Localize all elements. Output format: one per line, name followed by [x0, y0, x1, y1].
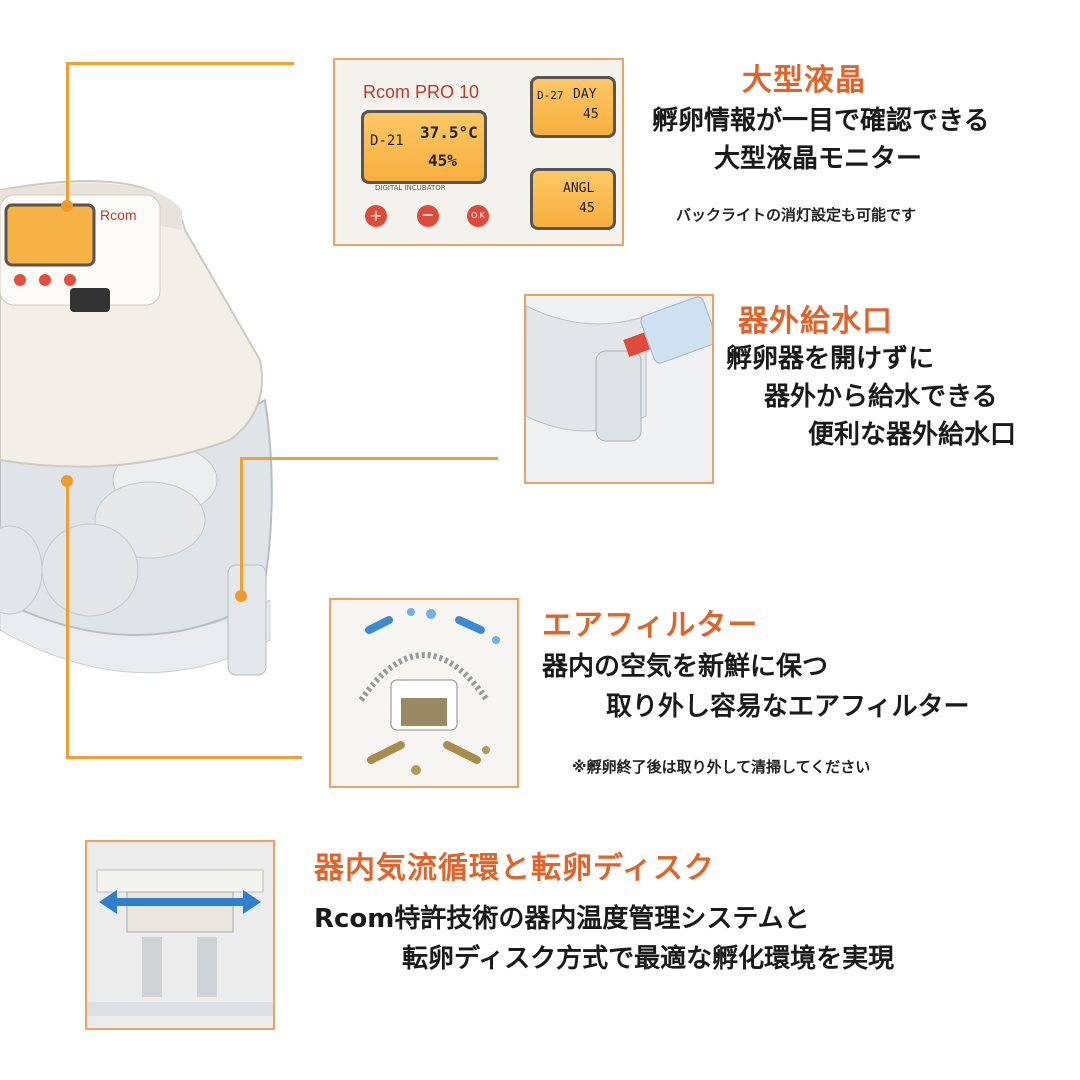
- water-section-line3: 便利な器外給水口: [808, 420, 1017, 450]
- airflow-disk-photo: [85, 840, 275, 1030]
- main-lcd-display: D-21 37.5°C 45%: [361, 110, 487, 184]
- minus-button[interactable]: −: [417, 205, 439, 227]
- air-filter-diagram: [329, 598, 519, 788]
- connector-lcd-vertical: [66, 62, 69, 207]
- small-lcd-day-a: D-27: [537, 89, 564, 102]
- ok-button-label: O.K: [471, 211, 485, 220]
- filter-section-line1: 器内の空気を新鮮に保つ: [542, 652, 829, 682]
- lcd-section-line1: 孵卵情報が一目で確認できる: [652, 106, 990, 136]
- water-section-title: 器外給水口: [738, 304, 893, 339]
- brand-logo: Rcom PRO 10: [363, 82, 479, 103]
- lcd-humidity-readout: 45%: [428, 151, 457, 170]
- lcd-day-readout: D-21: [370, 133, 404, 149]
- lcd-sub-label: DIGITAL INCUBATOR: [375, 184, 446, 192]
- connector-filter-horizontal: [66, 756, 302, 759]
- small-lcd-day: D-27 DAY 45: [530, 76, 616, 138]
- small-lcd-day-b: DAY: [573, 87, 597, 102]
- water-section-line1: 孵卵器を開けずに: [726, 344, 935, 374]
- incubator-graphic: Rcom: [0, 180, 273, 676]
- small-lcd-day-c: 45: [583, 107, 599, 122]
- small-lcd-angle-b: 45: [579, 201, 595, 216]
- lcd-section-note: バックライトの消灯設定も可能です: [676, 206, 917, 224]
- connector-water-horizontal: [240, 457, 498, 460]
- filter-section-title: エアフィルター: [542, 608, 759, 643]
- incubator-illustration: Rcom: [0, 170, 280, 710]
- connector-lcd-dot: [61, 200, 73, 212]
- svg-text:Rcom: Rcom: [100, 207, 137, 223]
- water-section-line2: 器外から給水できる: [764, 382, 998, 412]
- lcd-section-line2: 大型液晶モニター: [714, 144, 923, 174]
- water-bottle-graphic: [526, 296, 712, 442]
- brand-text: Rcom PRO 10: [363, 82, 480, 102]
- lcd-temp-readout: 37.5°C: [420, 123, 478, 142]
- ok-button[interactable]: O.K: [467, 205, 489, 227]
- airflow-section-line1: Rcom特許技術の器内温度管理システムと: [314, 904, 810, 934]
- filter-section-line2: 取り外し容易なエアフィルター: [606, 692, 970, 722]
- airflow-disk-graphic: [87, 869, 273, 1016]
- connector-lcd-horizontal: [66, 62, 294, 65]
- lcd-section-title: 大型液晶: [742, 63, 866, 98]
- filter-section-note: ※孵卵終了後は取り外して清掃してください: [572, 758, 871, 776]
- connector-water-vertical: [240, 457, 243, 597]
- connector-water-dot: [235, 590, 247, 602]
- connector-filter-dot: [61, 475, 73, 487]
- airflow-section-title: 器内気流循環と転卵ディスク: [314, 851, 715, 886]
- air-filter-graphic: [358, 608, 500, 775]
- small-lcd-angle: ANGL 45: [530, 168, 616, 230]
- small-lcd-angle-a: ANGL: [563, 181, 595, 196]
- lcd-closeup-frame: Rcom PRO 10 D-21 37.5°C 45% DIGITAL INCU…: [333, 58, 624, 246]
- connector-filter-vertical: [66, 480, 69, 758]
- airflow-section-line2: 転卵ディスク方式で最適な孵化環境を実現: [402, 944, 895, 974]
- plus-button[interactable]: +: [365, 205, 387, 227]
- water-port-photo: [524, 294, 714, 484]
